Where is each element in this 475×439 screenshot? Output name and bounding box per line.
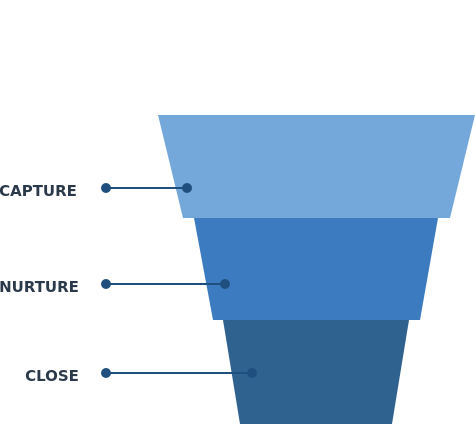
- connector-dot-capture-right: [182, 183, 192, 193]
- funnel-segment-nurture: [194, 218, 438, 320]
- funnel-segment-close: [223, 320, 409, 424]
- funnel-segment-capture: [158, 115, 475, 218]
- connector-dot-close-right: [247, 368, 257, 378]
- stage-label-close: CLOSE: [25, 367, 79, 385]
- connector-dot-nurture-right: [220, 279, 230, 289]
- connector-dot-capture-left: [101, 183, 111, 193]
- connector-dot-nurture-left: [101, 279, 111, 289]
- connector-dot-close-left: [101, 368, 111, 378]
- stage-label-capture: CAPTURE: [0, 182, 77, 200]
- stage-label-nurture: NURTURE: [0, 278, 79, 296]
